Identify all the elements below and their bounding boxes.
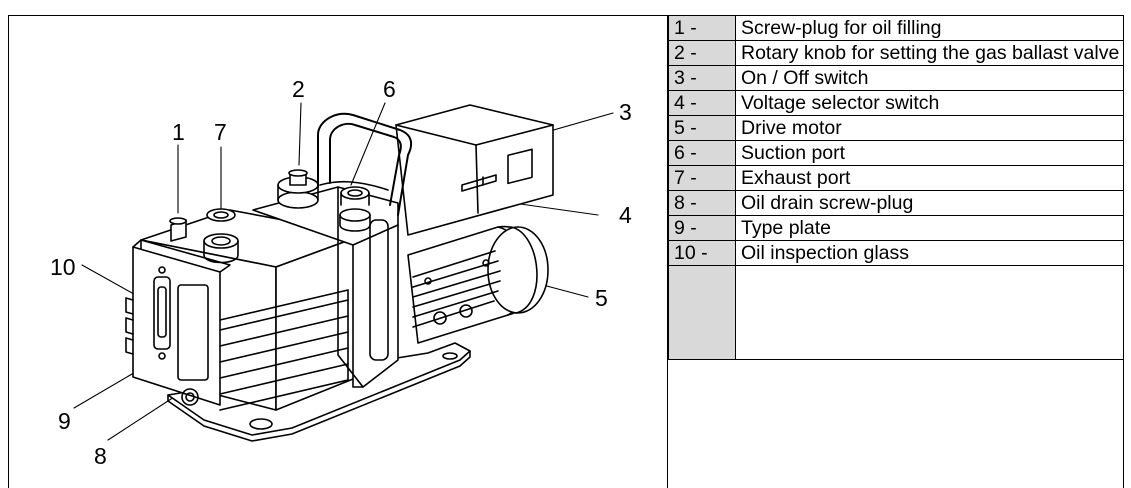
legend-row: 5 - Drive motor: [668, 115, 1124, 141]
legend-number-filler: [668, 265, 736, 360]
legend-row: 3 - On / Off switch: [668, 65, 1124, 91]
switch-box: [395, 104, 554, 236]
legend-number: 4 -: [668, 90, 736, 116]
drive-motor: [407, 226, 549, 344]
legend-body: 1 - Screw-plug for oil filling 2 - Rotar…: [668, 15, 1124, 360]
callout-numbers: 1 2 3 4 5 6 7 8 9 10: [50, 76, 632, 469]
legend-row: 6 - Suction port: [668, 140, 1124, 166]
legend-row: 2 - Rotary knob for setting the gas ball…: [668, 40, 1124, 66]
legend-number: 2 -: [668, 40, 736, 66]
callout-3: 3: [619, 99, 632, 125]
legend-row: 9 - Type plate: [668, 215, 1124, 241]
callout-9: 9: [58, 408, 71, 434]
legend-number: 8 -: [668, 190, 736, 216]
legend-row: 8 - Oil drain screw-plug: [668, 190, 1124, 216]
legend-description: Drive motor: [735, 115, 1124, 141]
legend-number: 5 -: [668, 115, 736, 141]
parts-legend-table: 1 - Screw-plug for oil filling 2 - Rotar…: [668, 15, 1124, 360]
legend-description-filler: [735, 265, 1124, 360]
legend-description: Oil inspection glass: [735, 240, 1124, 266]
legend-row: 1 - Screw-plug for oil filling: [668, 15, 1124, 41]
legend-number: 1 -: [668, 15, 736, 41]
vacuum-pump-illustration: 1 2 3 4 5 6 7 8 9 10: [50, 76, 632, 469]
coupling-housing: [252, 186, 399, 388]
legend-description: Suction port: [735, 140, 1124, 166]
legend-row: 10 - Oil inspection glass: [668, 240, 1124, 266]
legend-description: Voltage selector switch: [735, 90, 1124, 116]
legend-filler-row: [668, 265, 1124, 360]
callout-6: 6: [383, 76, 396, 102]
callout-1: 1: [172, 119, 185, 145]
legend-number: 7 -: [668, 165, 736, 191]
legend-description: Oil drain screw-plug: [735, 190, 1124, 216]
callout-8: 8: [94, 443, 107, 469]
legend-description: Exhaust port: [735, 165, 1124, 191]
callout-5: 5: [595, 285, 608, 311]
legend-number: 9 -: [668, 215, 736, 241]
legend-row: 4 - Voltage selector switch: [668, 90, 1124, 116]
pump-body: [125, 208, 364, 411]
legend-row: 7 - Exhaust port: [668, 165, 1124, 191]
legend-description: Screw-plug for oil filling: [735, 15, 1124, 41]
legend-description: On / Off switch: [735, 65, 1124, 91]
pump-figure-cell: 1 2 3 4 5 6 7 8 9 10: [8, 15, 668, 488]
carry-handle: [317, 112, 413, 216]
legend-number: 3 -: [668, 65, 736, 91]
callout-2: 2: [292, 76, 305, 102]
gas-ballast-knob: [277, 169, 319, 209]
document-frame: [8, 15, 1124, 488]
callout-10: 10: [50, 254, 76, 280]
callout-7: 7: [214, 119, 227, 145]
callout-4: 4: [619, 202, 632, 228]
legend-number: 6 -: [668, 140, 736, 166]
legend-description: Rotary knob for setting the gas ballast …: [735, 40, 1124, 66]
suction-port: [339, 186, 371, 232]
legend-number: 10 -: [668, 240, 736, 266]
legend-description: Type plate: [735, 215, 1124, 241]
